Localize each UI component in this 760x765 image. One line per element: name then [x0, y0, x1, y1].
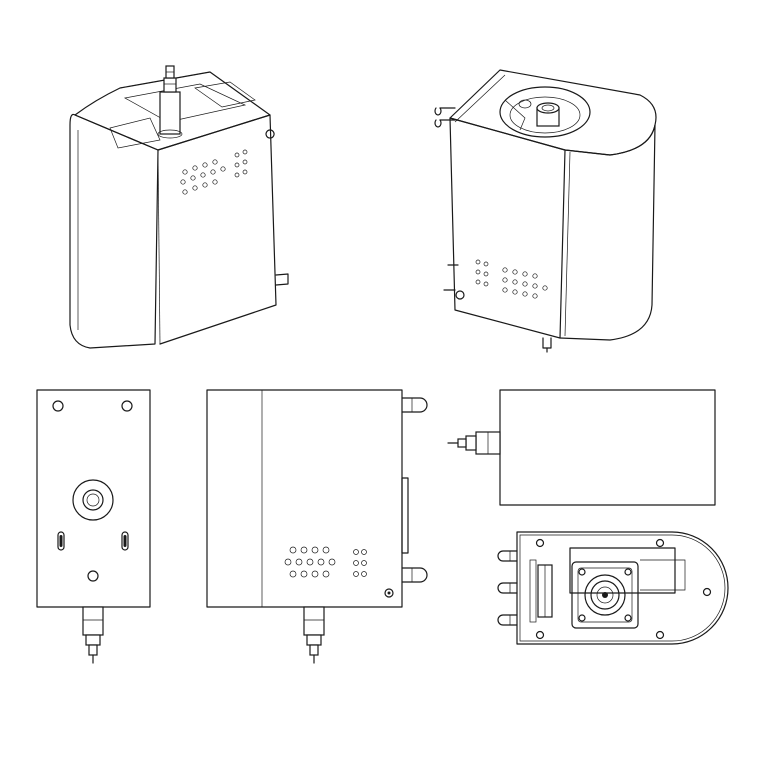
view-side-elevation	[206, 389, 428, 664]
vent-holes	[180, 149, 248, 195]
view-front-elevation	[36, 389, 151, 664]
view-isometric-rear	[434, 69, 657, 353]
view-isometric-front	[69, 65, 289, 349]
view-bottom-plan	[497, 531, 729, 645]
view-top-plan	[447, 389, 716, 506]
vent-holes	[284, 546, 367, 578]
vent-holes	[475, 259, 548, 299]
